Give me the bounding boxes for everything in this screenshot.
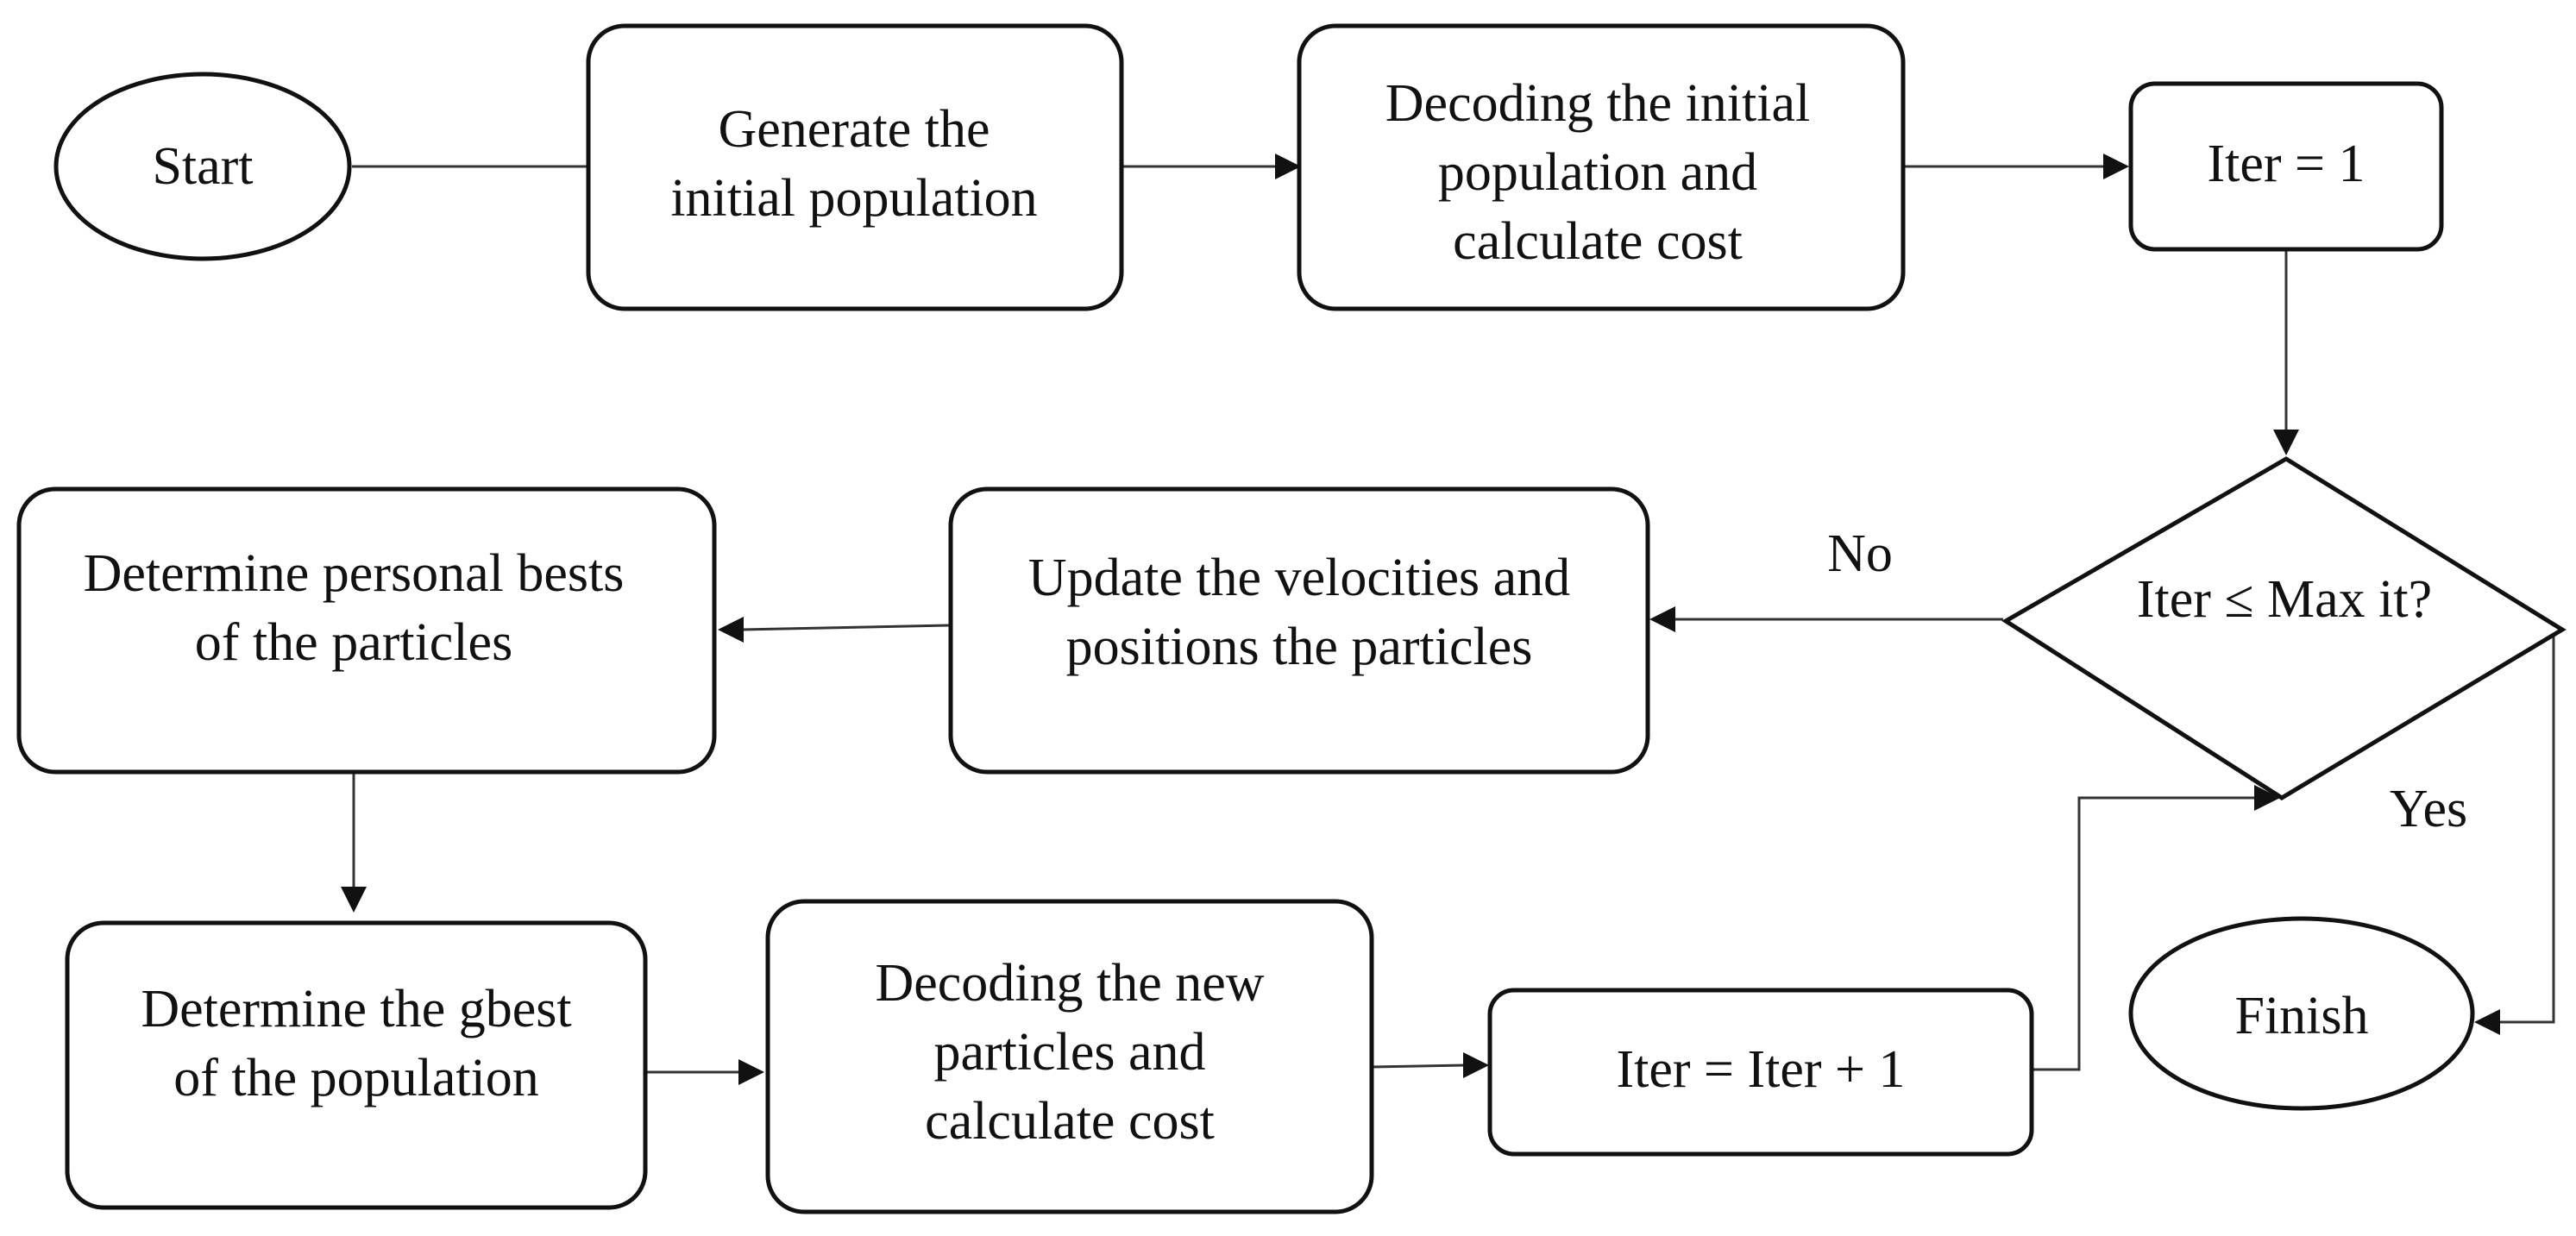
node-decode-new: Decoding the new particles and calculate c… xyxy=(765,899,1374,1214)
decision-diamond xyxy=(2001,456,2567,800)
decode-new-box xyxy=(765,899,1374,1214)
generate-population-box xyxy=(586,23,1124,311)
iter-increment-label: Iter = Iter + 1 xyxy=(1616,1040,1905,1099)
label-line: initial population xyxy=(670,169,1037,228)
label-line: positions the particles xyxy=(1066,618,1533,676)
generate-population-label: Generate the initial population xyxy=(670,100,1037,228)
gbest-label: Determine the gbest of the population xyxy=(141,980,571,1107)
edge-iter-inc-to-decision xyxy=(2032,796,2256,1071)
label-line: Finish xyxy=(2234,987,2368,1045)
label-line: Determine personal bests xyxy=(84,544,625,603)
node-update-particles: Update the velocities and positions the p… xyxy=(948,486,1650,775)
node-iter-increment: Iter = Iter + 1 xyxy=(1487,988,2034,1157)
node-personal-bests: Determine personal bests of the particles xyxy=(16,486,717,775)
label-line: of the particles xyxy=(195,613,512,672)
label-line: population and xyxy=(1438,143,1757,202)
label-line: Iter = 1 xyxy=(2207,135,2365,193)
arrowhead-decode-new-to-iter-inc xyxy=(1463,1052,1489,1078)
label-line: Start xyxy=(152,137,253,196)
label-line: calculate cost xyxy=(925,1092,1215,1151)
node-decode-initial: Decoding the initial population and calcul… xyxy=(1297,23,1906,311)
arrowhead-decision-no-to-update xyxy=(1649,606,1675,632)
label-line: of the population xyxy=(173,1049,539,1107)
label-line: particles and xyxy=(933,1023,1205,1082)
edge-update-to-pbest xyxy=(741,624,950,631)
edges xyxy=(341,154,2555,1085)
personal-bests-label: Determine personal bests of the particles xyxy=(84,544,625,672)
finish-ellipse xyxy=(2128,916,2475,1111)
iter-init-label: Iter = 1 xyxy=(2207,135,2365,193)
personal-bests-box xyxy=(16,486,717,775)
arrowhead-iter-inc-to-decision xyxy=(2254,785,2280,811)
decision-label: Iter ≤ Max it? xyxy=(2137,570,2432,629)
decode-initial-label: Decoding the initial population and calcul… xyxy=(1385,74,1810,271)
label-line: Decoding the initial xyxy=(1385,74,1810,133)
decode-new-label: Decoding the new particles and calculate c… xyxy=(875,954,1264,1151)
node-finish: Finish xyxy=(2128,916,2475,1111)
label-line: Iter ≤ Max it? xyxy=(2137,570,2432,629)
edge-decision-yes-to-finish xyxy=(2498,630,2555,1024)
start-ellipse xyxy=(53,72,352,261)
start-label: Start xyxy=(152,137,253,196)
finish-label: Finish xyxy=(2234,987,2368,1045)
arrowhead-decision-yes-to-finish xyxy=(2474,1009,2500,1035)
node-generate-population: Generate the initial population xyxy=(586,23,1124,311)
label-line: Determine the gbest xyxy=(141,980,571,1038)
node-iter-init: Iter = 1 xyxy=(2128,81,2444,252)
node-gbest: Determine the gbest of the population xyxy=(65,920,648,1210)
arrowhead-pbest-to-gbest xyxy=(341,887,367,913)
node-decision: Iter ≤ Max it? xyxy=(2001,456,2567,800)
arrowhead-iter-init-to-decision xyxy=(2273,430,2299,455)
label-line: Iter = Iter + 1 xyxy=(1616,1040,1905,1099)
edge-label-no: No xyxy=(1827,524,1893,583)
arrowhead-decode-to-iter-init xyxy=(2103,154,2129,179)
arrowhead-gbest-to-decode-new xyxy=(738,1059,764,1085)
decode-initial-box xyxy=(1297,23,1906,311)
label-line: Update the velocities and xyxy=(1028,549,1570,607)
update-particles-box xyxy=(948,486,1650,775)
arrowhead-update-to-pbest xyxy=(718,617,744,643)
gbest-box xyxy=(65,920,648,1210)
update-particles-label: Update the velocities and positions the p… xyxy=(1028,549,1570,676)
iter-init-box xyxy=(2128,81,2444,252)
label-line: Decoding the new xyxy=(875,954,1264,1013)
label-line: Generate the xyxy=(719,100,990,159)
arrowhead-generate-to-decode xyxy=(1275,154,1301,179)
label-line: calculate cost xyxy=(1453,212,1743,271)
edge-decode-new-to-iter-inc xyxy=(1371,1063,1466,1069)
iter-increment-box xyxy=(1487,988,2034,1157)
edge-label-yes: Yes xyxy=(2390,780,2467,838)
node-start: Start xyxy=(53,72,352,261)
